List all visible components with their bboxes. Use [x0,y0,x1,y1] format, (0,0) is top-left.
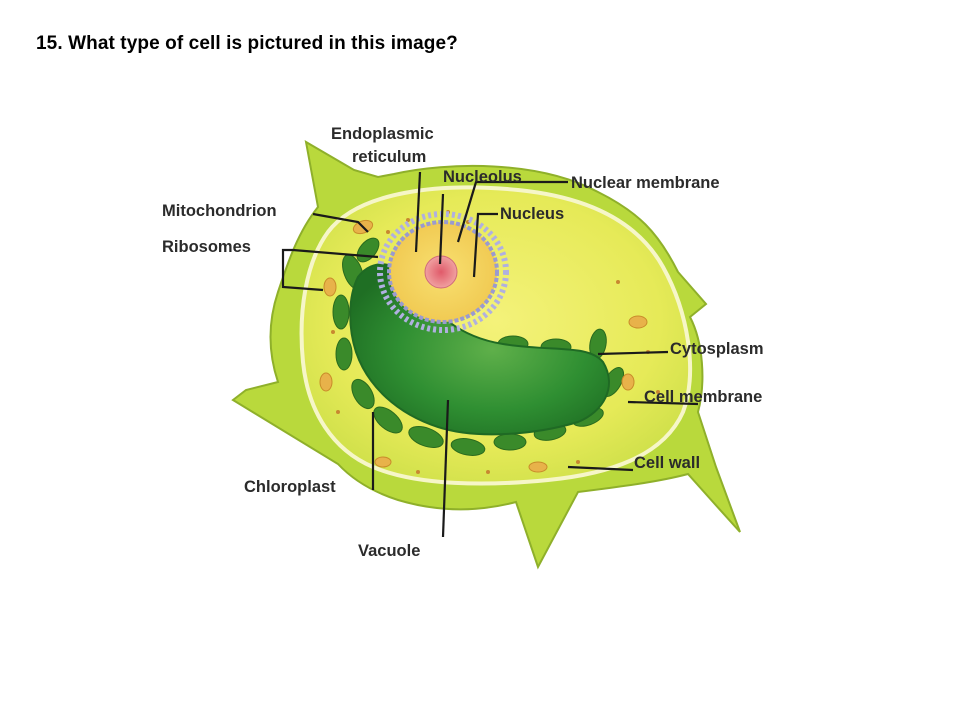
label-mitochondrion: Mitochondrion [162,202,277,220]
label-endoplasmic-reticulum-line1: Endoplasmic [331,125,434,143]
leader-lines [281,171,699,538]
plant-cell-diagram: Endoplasmic reticulum Nucleolus Nuclear … [158,82,816,622]
label-endoplasmic-reticulum-line2: reticulum [352,148,426,166]
label-nucleus: Nucleus [500,205,564,223]
label-cytoplasm: Cytosplasm [670,340,764,358]
label-chloroplast: Chloroplast [244,478,336,496]
label-cell-membrane: Cell membrane [644,388,762,406]
label-vacuole: Vacuole [358,542,420,560]
label-ribosomes: Ribosomes [162,238,251,256]
label-cell-wall: Cell wall [634,454,700,472]
label-nuclear-membrane: Nuclear membrane [571,174,720,192]
label-nucleolus: Nucleolus [443,168,522,186]
question-text: 15. What type of cell is pictured in thi… [36,33,458,54]
